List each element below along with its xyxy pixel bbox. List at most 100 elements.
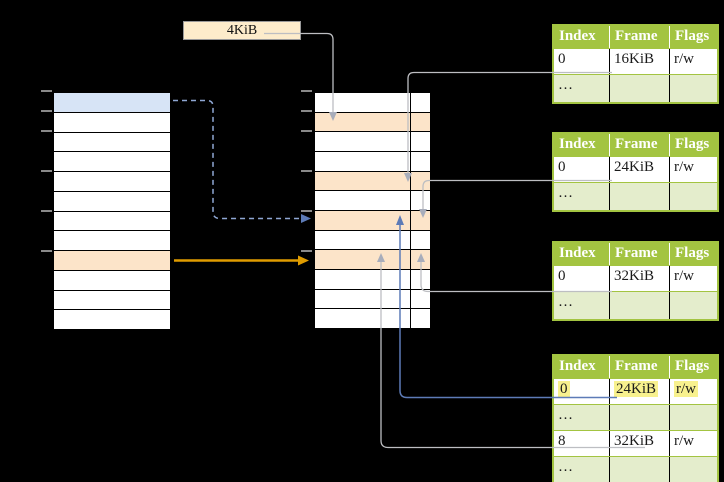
arrowhead-right-icon — [298, 255, 309, 266]
highlighted-value: r/w — [674, 381, 698, 397]
memory-table-row-3 — [315, 152, 430, 172]
memory-address-tick — [301, 170, 312, 172]
highlighted-value: 24KiB — [614, 381, 659, 397]
cell-index: 0 — [554, 266, 610, 291]
header-cell-flags: Flags — [675, 28, 710, 44]
memory-table-row-4 — [315, 171, 430, 192]
header-cell-frame: Frame — [610, 243, 670, 265]
cell-flags — [670, 183, 717, 210]
virtual-table-row-11 — [54, 310, 170, 329]
cell-frame — [610, 457, 670, 482]
cell-flags — [670, 75, 717, 102]
page-table-row: … — [554, 404, 717, 430]
cell-frame: 24KiB — [610, 157, 670, 182]
page-table-row: … — [554, 291, 717, 319]
cell-index: 0 — [554, 157, 610, 182]
cell-frame: 16KiB — [610, 49, 670, 74]
virtual-table-row-7 — [54, 231, 170, 251]
virtual-table-row-0 — [54, 93, 170, 113]
virtual-address-tick — [41, 90, 52, 92]
page-size-box: 4KiB — [183, 21, 301, 40]
cell-index: … — [554, 405, 610, 430]
memory-table-row-9 — [315, 270, 430, 290]
cell-flags: r/w — [674, 433, 694, 449]
virtual-table-row-2 — [54, 132, 170, 153]
virtual-table-row-5 — [54, 191, 170, 212]
cell-flags — [670, 292, 717, 319]
header-cell-flags: Flags — [675, 136, 710, 152]
cell-index: … — [554, 457, 610, 482]
virtual-table-row-3 — [54, 152, 170, 172]
cell-index: … — [554, 183, 610, 210]
header-cell-frame: Frame — [610, 356, 670, 378]
cell-flags: r/w — [674, 51, 694, 67]
memory-column-divider — [410, 93, 411, 329]
highlighted-value: 0 — [558, 381, 570, 397]
cell-frame — [610, 292, 670, 319]
cell-flags: r/w — [670, 379, 717, 404]
header-cell-frame: Frame — [610, 26, 670, 48]
memory-table-row-7 — [315, 230, 430, 251]
memory-table-row-1 — [315, 112, 430, 133]
virtual-table-row-6 — [54, 211, 170, 232]
cell-flags — [670, 405, 717, 430]
page-size-label: 4KiB — [226, 22, 258, 38]
page-table-row: … — [554, 74, 717, 102]
virtual-address-tick — [41, 250, 52, 252]
memory-table-row-6 — [315, 211, 430, 231]
page-table-row: … — [554, 182, 717, 210]
cell-index: … — [554, 292, 610, 319]
memory-address-tick — [301, 210, 312, 212]
header-cell-index: Index — [554, 356, 610, 378]
memory-address-tick — [301, 250, 312, 252]
virtual-pages-table — [52, 91, 172, 331]
memory-table-row-11 — [315, 309, 430, 330]
memory-address-tick — [301, 110, 312, 112]
page-table-row: 0 24KiB r/w — [554, 378, 717, 404]
cell-flags — [670, 457, 717, 482]
virtual-table-row-8 — [54, 251, 170, 271]
memory-table-row-5 — [315, 191, 430, 212]
cell-frame — [610, 405, 670, 430]
header-cell-frame: Frame — [610, 134, 670, 156]
memory-table-row-10 — [315, 289, 430, 310]
cell-frame — [610, 75, 670, 102]
cell-frame: 32KiB — [610, 431, 670, 456]
physical-memory-table — [313, 91, 432, 331]
memory-address-tick — [301, 90, 312, 92]
memory-table-row-0 — [315, 93, 430, 113]
virtual-table-row-4 — [54, 172, 170, 192]
header-cell-flags: Flags — [675, 245, 710, 261]
cell-frame: 32KiB — [610, 266, 670, 291]
arrowhead-right-icon — [301, 214, 311, 223]
cell-index: 0 — [554, 379, 610, 404]
cell-flags: r/w — [674, 268, 694, 284]
cell-frame: 24KiB — [610, 379, 670, 404]
header-cell-index: Index — [554, 134, 610, 156]
memory-table-row-8 — [315, 250, 430, 271]
virtual-address-tick — [41, 130, 52, 132]
virtual-table-row-1 — [54, 112, 170, 133]
virtual-address-tick — [41, 110, 52, 112]
memory-table-row-2 — [315, 132, 430, 153]
cell-frame — [610, 183, 670, 210]
header-cell-index: Index — [554, 243, 610, 265]
cell-index: 0 — [554, 49, 610, 74]
virtual-address-tick — [41, 210, 52, 212]
memory-address-tick — [301, 130, 312, 132]
header-cell-flags: Flags — [675, 358, 710, 374]
cell-index: 8 — [554, 431, 610, 456]
page-table-row: … — [554, 456, 717, 482]
